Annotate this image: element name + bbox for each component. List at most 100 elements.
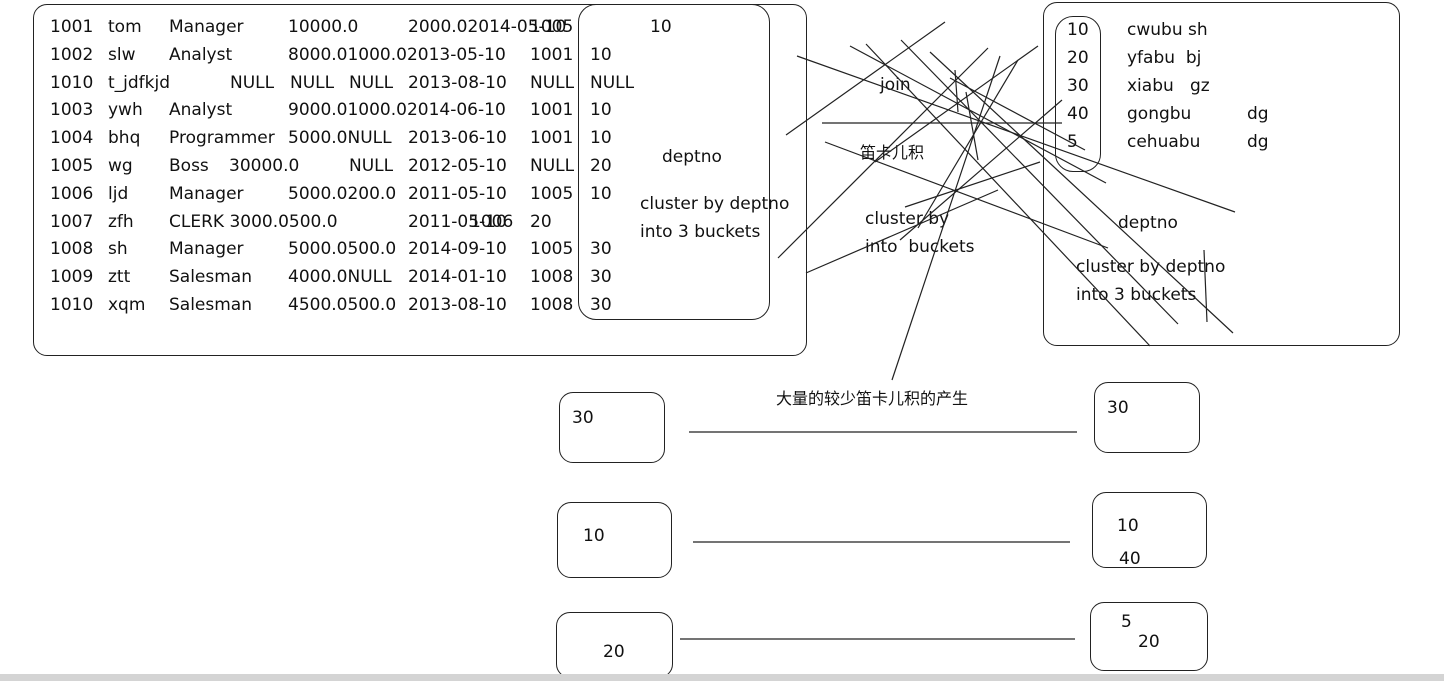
emp-cell: 1008 [530,295,574,315]
emp-cell: slw [108,44,136,65]
bucket-left-2-value: 10 [583,526,605,546]
line [785,21,946,136]
line [1203,249,1208,323]
emp-buckets-label: into 3 buckets [640,222,761,242]
dept-deptno-column-box [1055,16,1101,172]
line [949,77,1086,151]
bucket-left-3-value: 20 [603,642,625,662]
emp-cell: 2013-08-10 [408,72,507,93]
emp-cell: NULL [530,72,575,93]
bucket-right-3-value-a: 5 [1121,612,1132,632]
dept-cell: xiabu gz [1127,76,1210,96]
emp-cell: Manager [169,239,244,260]
emp-cell: 1009 [50,267,94,288]
emp-cell: 1010 [50,72,94,93]
emp-cell: 5000.0NULL [288,128,392,149]
emp-cell: NULL [590,72,635,93]
bucket-right-2-value-a: 10 [1117,516,1139,536]
emp-cell: Programmer [169,128,275,149]
dept-cell: cwubu sh [1127,20,1208,40]
emp-cell: 30 [590,239,612,260]
into-buckets-label: into buckets [865,237,975,257]
emp-cell: 1006 [50,183,94,204]
bucket-left-2 [557,502,672,578]
emp-cell: 1008 [530,267,574,288]
emp-cell: 30 [590,267,612,288]
emp-cell: 1004 [50,128,94,149]
line [900,39,1179,325]
emp-cell: 1005 [530,17,574,37]
bucket-right-3-value-b: 20 [1138,632,1160,652]
emp-cell: 1003 [50,100,94,121]
bucket-right-2-value-b: 40 [1119,549,1141,569]
line [865,43,1151,347]
line [824,141,1109,249]
line [891,55,1001,381]
emp-cell: Salesman [169,267,252,288]
cartesian-label: 笛卡儿积 [860,143,925,162]
dept-cell: yfabu bj [1127,48,1202,68]
line [917,59,1019,229]
emp-cell: 1006 [470,211,514,232]
emp-cell: NULL [230,72,275,93]
emp-cell: 2013-08-10 [408,295,507,315]
dept-cell: dg [1247,104,1269,124]
emp-cell: NULL [349,156,394,176]
emp-cell: xqm [108,295,146,315]
emp-cell: CLERK 3000.0500.0 [169,211,338,232]
emp-cell: 9000.01000.02014-06-10 [288,100,506,121]
bucket-left-1 [559,392,665,463]
emp-cell: ywh [108,100,143,121]
emp-cell: 1005 [530,183,574,204]
emp-cell: Salesman [169,295,252,315]
emp-cell: 2011-05-10 [408,183,507,204]
emp-cell: Analyst [169,44,233,65]
emp-cell: 1005 [50,156,94,176]
emp-cell: 10 [650,17,672,37]
emp-cell: ztt [108,267,131,288]
emp-cell: tom [108,17,142,37]
emp-cell: Manager [169,17,244,37]
emp-cell: bhq [108,128,141,149]
line [874,45,1039,163]
emp-cell: 1005 [530,239,574,260]
dept-cell: 20 [1067,48,1089,68]
bucket-right-2 [1092,492,1207,568]
emp-cell: sh [108,239,128,260]
emp-cell: 8000.01000.02013-05-10 [288,44,506,65]
emp-cell: 10 [590,44,612,65]
dept-cell: 10 [1067,20,1089,40]
dept-cell: 40 [1067,104,1089,124]
emp-cell: 2014-09-10 [408,239,507,260]
emp-cell: 30000.0 [229,156,300,176]
dept-buckets-label: into 3 buckets [1076,285,1197,305]
bucket-right-1-value: 30 [1107,398,1129,418]
emp-cell: 20 [590,156,612,176]
emp-cell: 2013-06-10 [408,128,507,149]
emp-cell: 30 [590,295,612,315]
line [849,45,1107,184]
emp-cell: 1001 [530,100,574,121]
emp-cell: 4000.0NULL [288,267,392,288]
emp-cell: NULL [290,72,335,93]
dept-cell: 30 [1067,76,1089,96]
emp-cell: Boss [169,156,209,176]
emp-cell: 1001 [530,128,574,149]
emp-cell: ljd [108,183,129,204]
dept-cell: gongbu [1127,104,1192,124]
emp-cell: wg [108,156,133,176]
emp-cell: 1007 [50,211,94,232]
bottom-scrollbar[interactable] [0,674,1444,681]
emp-cell: 10 [590,128,612,149]
dept-cell: cehuabu [1127,132,1201,152]
emp-cell: 5000.0500.0 [288,239,397,260]
dept-deptno-label: deptno [1118,213,1178,233]
join-label: join [880,75,911,95]
emp-deptno-column-box [578,4,770,320]
line [796,55,1236,213]
emp-cell: 2011-05-10 [408,211,507,232]
line [904,161,1041,208]
emp-cell: 10 [590,100,612,121]
emp-table-box [33,4,807,356]
